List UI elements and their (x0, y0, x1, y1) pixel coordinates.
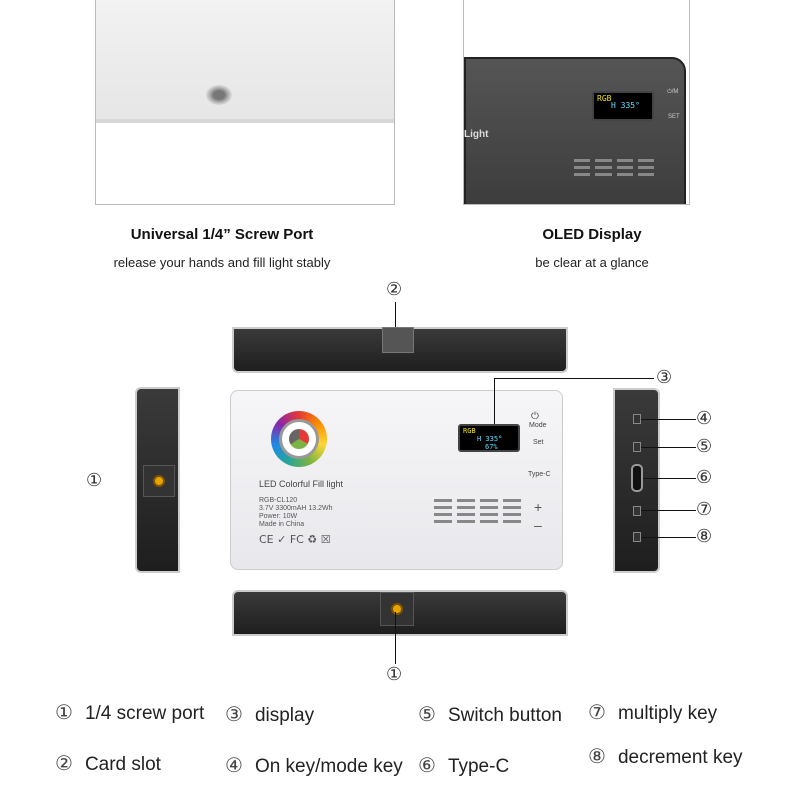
oled-mode: RGB (597, 94, 612, 103)
plus-label: + (534, 499, 543, 515)
screw-port-bottom (391, 603, 403, 615)
photo-set-label: SET (668, 114, 680, 120)
brand-text: LED Colorful Fill light (259, 479, 344, 489)
callout-1-bottom: ① (386, 664, 403, 685)
oled-hue: H 335° (611, 101, 640, 110)
power-text: Power: 10W (259, 513, 298, 520)
callout-7: ⑦ (696, 499, 713, 520)
mode-label: Mode (529, 422, 547, 429)
screw-port-title: Universal 1/4” Screw Port (130, 226, 314, 243)
screw-hole (206, 85, 232, 105)
typec-label: Type-C (528, 471, 551, 478)
oled-brightness: 67% (485, 443, 498, 451)
oled-display-photo: RGB H 335° (592, 91, 654, 121)
device-right-side (613, 388, 660, 573)
oled-display: RGB H 335° 67% (458, 424, 520, 452)
callout-6: ⑥ (696, 467, 713, 488)
battery-text: 3.7V 3300mAH 13.2Wh (259, 505, 333, 512)
photo-mode-label: ⏻/M (667, 89, 679, 95)
oled-subtitle: be clear at a glance (535, 255, 649, 270)
device-top-view (232, 327, 568, 373)
model-text: RGB-CL120 (259, 497, 298, 504)
origin-text: Made in China (259, 521, 305, 528)
card-slot (382, 327, 414, 353)
callout-4: ④ (696, 408, 713, 429)
photo-light-text: Light (464, 129, 489, 140)
typec-port (631, 464, 643, 492)
oled-hue: H 335° (477, 435, 503, 443)
screw-port-photo (95, 0, 395, 205)
screw-port-subtitle: release your hands and fill light stably (113, 255, 331, 270)
callout-5: ⑤ (696, 436, 713, 457)
set-label: Set (533, 439, 544, 446)
callout-2: ② (386, 279, 403, 300)
oled-photo: RGB H 335° Light ⏻/M SET (463, 0, 690, 205)
rgb-logo (271, 411, 327, 467)
screw-port-side (153, 475, 165, 487)
device-front-panel: LED Colorful Fill light RGB-CL120 3.7V 3… (230, 390, 563, 570)
device-left-side (135, 387, 180, 573)
callout-3: ③ (656, 367, 673, 388)
oled-mode: RGB (463, 427, 476, 435)
minus-label: – (534, 517, 542, 533)
callout-8: ⑧ (696, 526, 713, 547)
oled-title: OLED Display (542, 226, 642, 243)
callout-1-left: ① (86, 470, 103, 491)
device-bottom-view (232, 590, 568, 636)
certification-marks: CE ✓ FC ♻ ☒ (259, 533, 331, 546)
